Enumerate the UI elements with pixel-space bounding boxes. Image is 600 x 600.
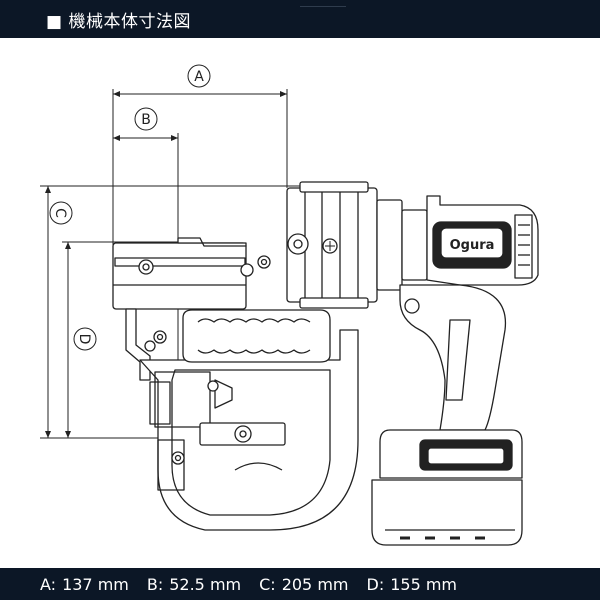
dim-d: D155 mm (366, 575, 457, 594)
dimension-arrows (45, 91, 287, 438)
punch-head (112, 242, 247, 310)
header-rule (300, 6, 346, 7)
dim-label-d: D (76, 334, 92, 345)
pistol-grip (399, 284, 507, 431)
header-bar: ■ 機械本体寸法図 (0, 0, 600, 38)
dim-c: C205 mm (259, 575, 348, 594)
brand-logo: Ogura (450, 238, 495, 253)
machine-outline (112, 181, 539, 546)
dim-label-c: C (52, 208, 68, 218)
footer-bar: A137 mm B52.5 mm C205 mm D155 mm (0, 568, 600, 600)
machine-dimension-drawing: A B C D (40, 64, 539, 546)
dimension-values: A137 mm B52.5 mm C205 mm D155 mm (0, 568, 600, 600)
page-title: ■ 機械本体寸法図 (46, 12, 191, 32)
handle-grip (182, 309, 331, 363)
dimension-labels (49, 64, 211, 351)
dimension-lines (40, 89, 300, 500)
dim-label-b: B (141, 112, 151, 128)
dim-a: A137 mm (40, 575, 129, 594)
dim-b: B52.5 mm (147, 575, 241, 594)
dim-label-a: A (194, 69, 204, 85)
